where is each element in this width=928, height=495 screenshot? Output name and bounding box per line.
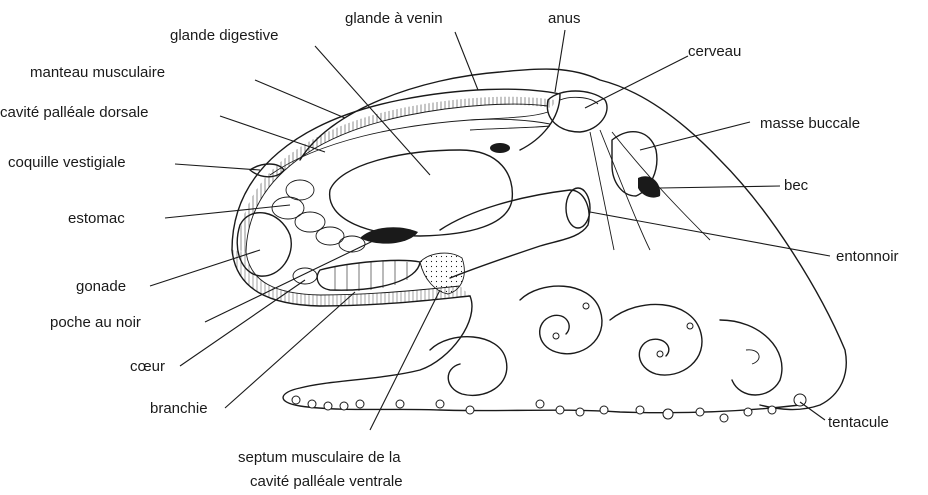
label-manteau-musculaire: manteau musculaire <box>30 64 165 81</box>
label-branchie: branchie <box>150 400 208 417</box>
funnel-opening <box>566 188 590 228</box>
labels: glande digestive glande à venin anus cer… <box>0 10 899 490</box>
label-gonade: gonade <box>76 278 126 295</box>
label-glande-a-venin: glande à venin <box>345 10 443 27</box>
leader-entonnoir <box>590 212 830 256</box>
stomach <box>272 180 365 252</box>
coiled-arms <box>430 286 782 395</box>
nerve-cord-2 <box>590 132 614 250</box>
label-poche-au-noir: poche au noir <box>50 314 141 331</box>
leader-bec <box>660 186 780 188</box>
leader-cavite-dorsale <box>220 116 325 152</box>
label-entonnoir: entonnoir <box>836 248 899 265</box>
label-septum-line2: cavité palléale ventrale <box>250 473 403 490</box>
septum-region <box>420 253 464 294</box>
label-cerveau: cerveau <box>688 43 741 60</box>
leader-anus <box>555 30 565 92</box>
venom-gland <box>490 143 510 153</box>
label-bec: bec <box>784 177 809 194</box>
arm-web <box>283 296 800 413</box>
label-coeur: cœur <box>130 358 165 375</box>
label-septum-line1: septum musculaire de la <box>238 449 401 466</box>
label-cavite-palleale-dorsale: cavité palléale dorsale <box>0 104 148 121</box>
heart <box>293 268 317 284</box>
label-anus: anus <box>548 10 581 27</box>
label-glande-digestive: glande digestive <box>170 27 278 44</box>
leader-estomac <box>165 205 290 218</box>
gill <box>317 260 420 291</box>
rectum <box>470 112 548 120</box>
label-estomac: estomac <box>68 210 125 227</box>
label-masse-buccale: masse buccale <box>760 115 860 132</box>
octopus-drawing <box>232 69 846 422</box>
label-tentacule: tentacule <box>828 414 889 431</box>
digestive-gland <box>330 150 513 236</box>
rectum-2 <box>470 126 550 130</box>
leader-glande-a-venin <box>455 32 478 90</box>
leader-coquille <box>175 164 260 170</box>
nerve-cord-3 <box>612 132 710 240</box>
leader-masse-buccale <box>640 122 750 150</box>
leader-manteau <box>255 80 345 118</box>
leader-cerveau <box>585 56 688 108</box>
label-coquille-vestigiale: coquille vestigiale <box>8 154 126 171</box>
beak <box>638 176 660 197</box>
